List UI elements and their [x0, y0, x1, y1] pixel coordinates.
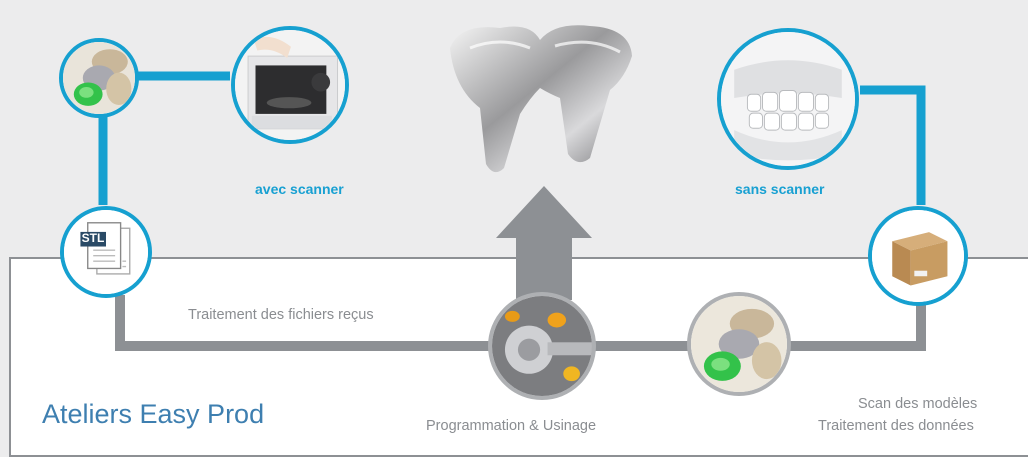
label-scan-line1: Scan des modèles [858, 396, 978, 412]
stl-file-icon [60, 206, 152, 298]
blue-connector-right [860, 85, 926, 205]
dental-bridge-icon [440, 18, 640, 178]
up-arrow-icon [496, 186, 592, 300]
label-scan-line2: Traitement des données [818, 418, 974, 434]
workflow-stage: STL avec [9, 18, 1028, 457]
tooth-model-green-icon [59, 38, 139, 118]
tooth-model-green-bottom-icon [687, 292, 791, 396]
desktop-scanner-icon [231, 26, 349, 144]
milling-machine-icon [488, 292, 596, 400]
cardboard-box-icon [868, 206, 968, 306]
dental-cast-icon [717, 28, 859, 170]
label-with-scanner: avec scanner [255, 181, 344, 197]
page-title: Ateliers Easy Prod [42, 399, 265, 429]
label-programming: Programmation & Usinage [426, 418, 597, 434]
label-file-processing: Traitement des fichiers reçus [188, 307, 374, 323]
label-without-scanner: sans scanner [735, 181, 825, 197]
stl-badge: STL [81, 231, 105, 245]
